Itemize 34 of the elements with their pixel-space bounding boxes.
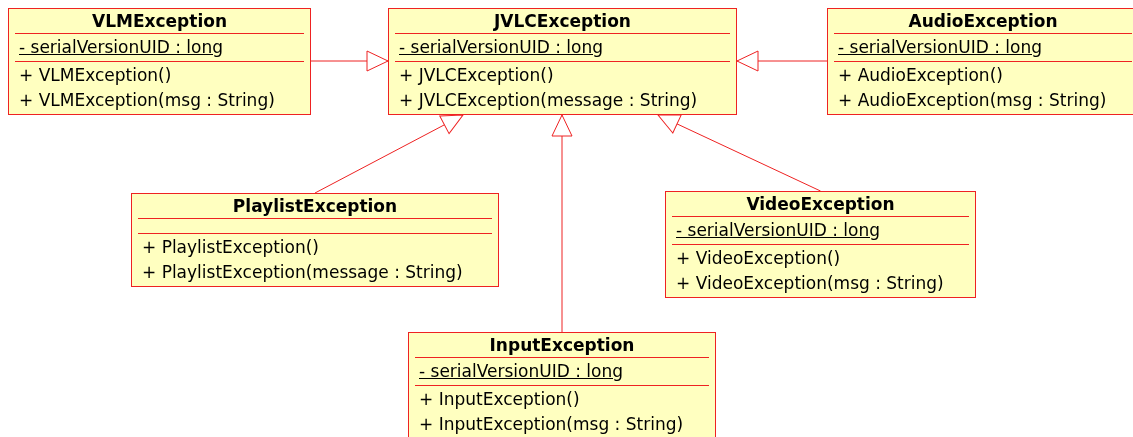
class-name: PlaylistException (231, 195, 399, 218)
method-text: + JVLCException() (399, 64, 555, 87)
attribute-text: - serialVersionUID : long (419, 360, 624, 383)
class-name: JVLCException (492, 10, 632, 33)
class-box (827, 8, 1133, 115)
method-text: + VideoException() (676, 247, 842, 270)
class-box (388, 8, 737, 115)
attribute-text: - serialVersionUID : long (399, 36, 604, 59)
method-text: + PlaylistException(message : String) (142, 261, 464, 284)
method-text: + VideoException(msg : String) (676, 272, 945, 295)
attribute-text: - serialVersionUID : long (676, 219, 881, 242)
class-name: VideoException (745, 193, 896, 216)
method-text: + PlaylistException() (142, 236, 320, 259)
method-text: + JVLCException(message : String) (399, 89, 699, 112)
method-text: + AudioException() (838, 64, 1004, 87)
inheritance-arrow (657, 114, 821, 192)
inheritance-arrow (310, 50, 389, 72)
attribute-text: - serialVersionUID : long (19, 36, 224, 59)
method-text: + VLMException() (19, 64, 173, 87)
class-name: AudioException (907, 10, 1059, 33)
method-text: + AudioException(msg : String) (838, 89, 1108, 112)
attribute-text: - serialVersionUID : long (838, 36, 1043, 59)
inheritance-arrow (736, 50, 828, 72)
inheritance-arrow (314, 114, 464, 194)
class-box (8, 8, 311, 115)
class-box (408, 332, 716, 437)
class-box (131, 193, 499, 287)
class-name: VLMException (91, 10, 228, 33)
method-text: + InputException() (419, 388, 581, 411)
inheritance-arrow (551, 114, 573, 333)
method-text: + VLMException(msg : String) (19, 89, 276, 112)
class-name: InputException (488, 334, 636, 357)
method-text: + InputException(msg : String) (419, 413, 685, 436)
class-box (665, 191, 976, 298)
